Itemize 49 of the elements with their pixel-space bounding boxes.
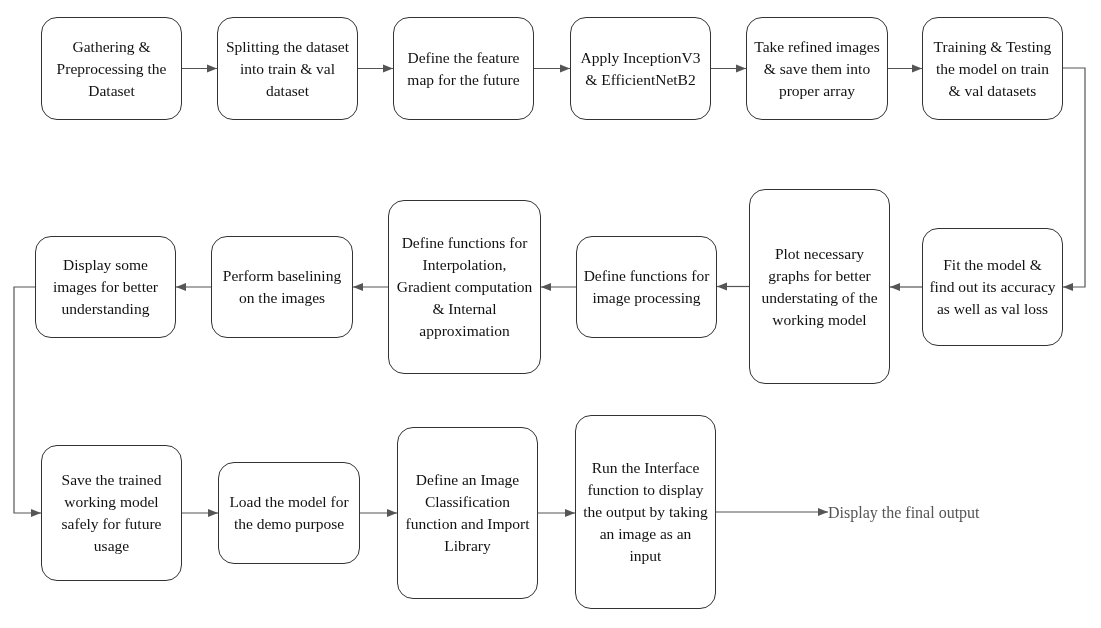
process-box	[575, 415, 716, 609]
box-text: Training & Testing the model on train & val datasets	[932, 36, 1053, 101]
arrow	[352, 283, 389, 291]
process-box	[570, 17, 711, 120]
box-text: Load the model for the demo purpose	[228, 492, 350, 534]
process-box	[41, 445, 182, 581]
process-box	[217, 17, 358, 120]
box-text: Take refined images & save them into proper array	[753, 36, 881, 101]
process-box	[397, 427, 538, 599]
arrow	[181, 64, 218, 73]
process-box	[211, 236, 353, 338]
arrow	[13, 286, 42, 517]
process-box	[922, 17, 1063, 120]
box-text: Define functions for Interpolation, Gradient computation & Internal approximation	[395, 233, 534, 341]
process-box	[35, 236, 176, 338]
arrow	[887, 64, 923, 73]
process-box	[388, 200, 541, 374]
box-text: Define functions for image processing	[583, 266, 710, 308]
output-text: Display the final output	[828, 503, 980, 524]
box-text: Save the trained working model safely for future usage	[60, 470, 163, 556]
process-box	[746, 17, 888, 120]
arrow	[710, 64, 747, 73]
box-text: Define an Image Classification function and Import Library	[404, 470, 531, 556]
box-text: Run the Interface function to display the output by taking an image as an input	[582, 458, 709, 566]
box-text: Apply InceptionV3 & EfficientNetB2	[579, 47, 702, 90]
arrow	[889, 283, 923, 291]
box-text: Display some images for better understanding	[52, 255, 159, 319]
process-box	[922, 228, 1063, 346]
process-box	[393, 17, 534, 120]
arrow	[533, 64, 571, 73]
box-text: Plot necessary graphs for better understating of the working model	[760, 243, 879, 330]
arrow	[359, 509, 398, 517]
process-box	[576, 236, 717, 338]
process-box	[749, 189, 890, 384]
arrow	[1062, 67, 1086, 291]
arrow	[715, 508, 829, 516]
arrow	[181, 509, 219, 517]
process-box	[218, 462, 360, 564]
box-text: Gathering & Preprocessing the Dataset	[55, 36, 168, 101]
box-text: Define the feature map for the future	[406, 47, 521, 90]
arrow	[175, 283, 212, 291]
arrow	[716, 282, 750, 291]
box-text: Fit the model & find out its accuracy as well as val loss	[929, 255, 1056, 319]
arrow	[357, 64, 394, 73]
box-text: Perform baselining on the images	[221, 266, 343, 308]
process-box	[41, 17, 182, 120]
arrow	[540, 283, 577, 291]
arrow	[537, 509, 576, 517]
box-text: Splitting the dataset into train & val dataset	[224, 36, 351, 101]
